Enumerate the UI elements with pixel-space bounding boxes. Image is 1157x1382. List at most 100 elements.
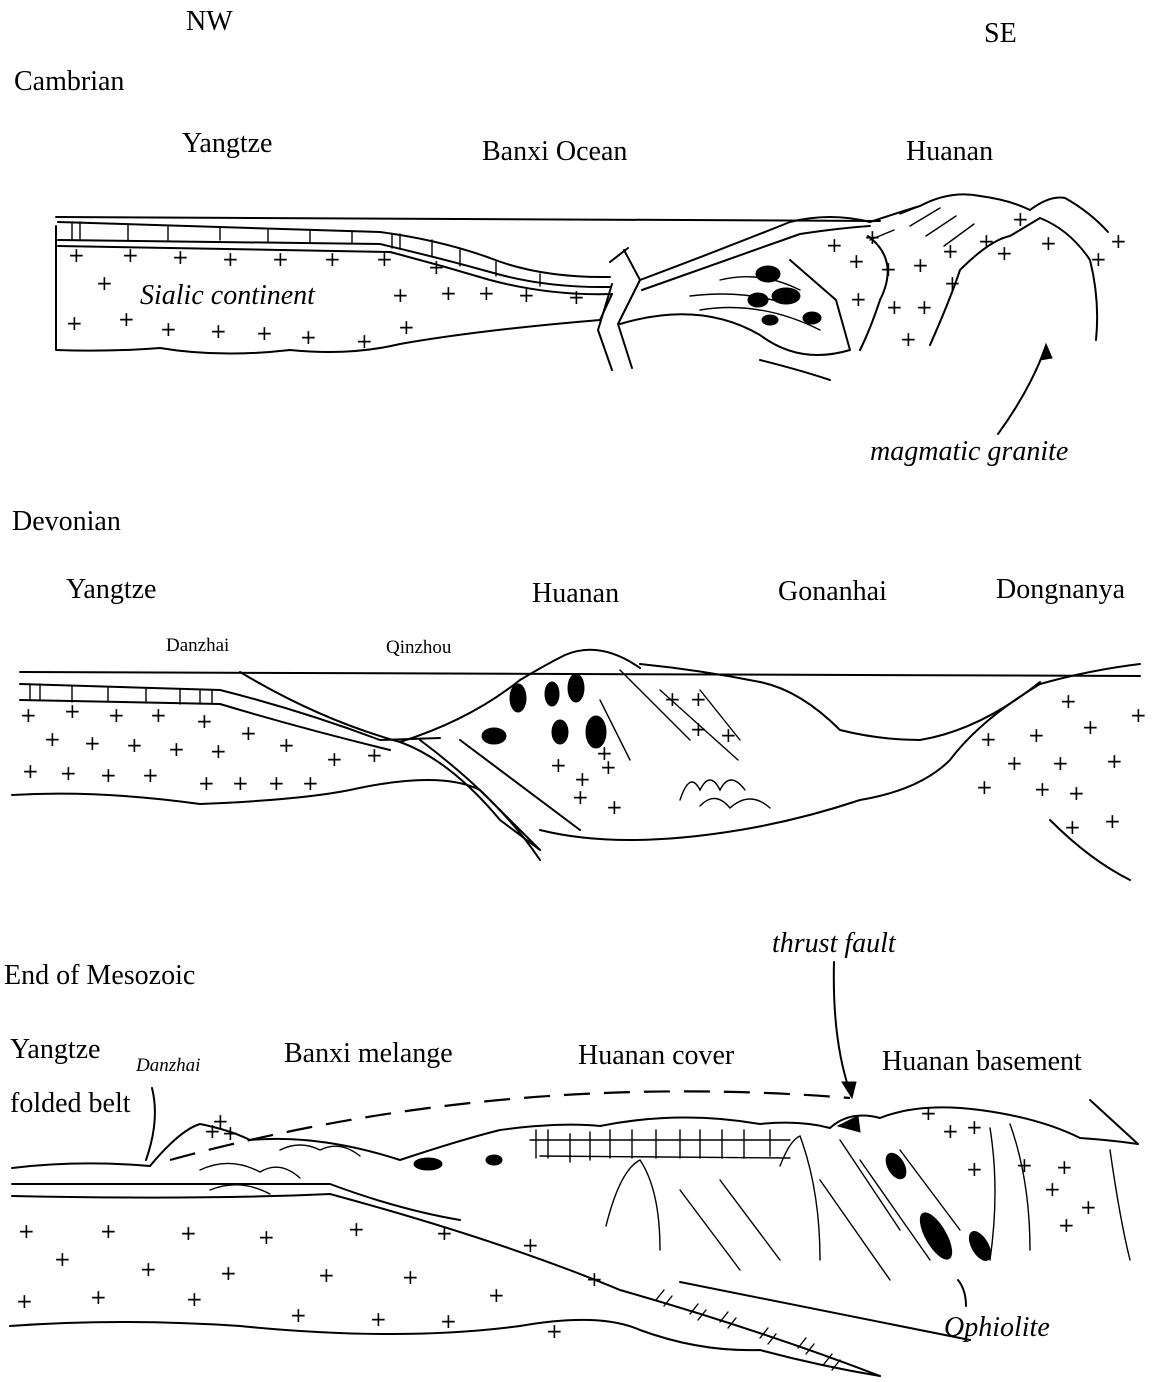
granite-arrowhead: [1040, 344, 1052, 360]
thrust-fault-arrow: [834, 962, 850, 1092]
crust-plus-mark: +: [976, 775, 993, 799]
crust-plus-mark: +: [826, 233, 843, 257]
devonian-platform-top: [20, 684, 440, 740]
crust-plus-mark: +: [944, 271, 961, 295]
crust-plus-mark: +: [966, 1115, 983, 1139]
crust-plus-mark: +: [1110, 229, 1127, 253]
cambrian-unit-huanan: Huanan: [906, 138, 993, 166]
crust-plus-mark: +: [326, 747, 343, 771]
crust-plus-mark: +: [210, 319, 227, 343]
cambrian-sea-level: [56, 217, 880, 221]
crust-plus-mark: +: [370, 1307, 387, 1331]
crust-plus-mark: +: [1056, 1155, 1073, 1179]
mesozoic-eroded-surface: [170, 1091, 850, 1160]
crust-plus-signs: + + + + + + + + + + + + + + + + + + + + + + + + + + + + + + + + + + + + + + + +…: [16, 207, 1147, 1343]
crust-plus-mark: +: [916, 295, 933, 319]
crust-plus-mark: +: [100, 763, 117, 787]
devonian-ophiolite-blobs: [482, 674, 606, 748]
crust-plus-mark: +: [436, 1221, 453, 1245]
crust-plus-mark: +: [150, 703, 167, 727]
devonian-unit-gonanhai: Gonanhai: [778, 578, 887, 606]
crust-plus-mark: +: [1012, 207, 1029, 231]
devonian-folds: [680, 780, 770, 808]
crust-plus-mark: +: [488, 1283, 505, 1307]
crust-plus-mark: +: [66, 311, 83, 335]
crust-plus-mark: +: [318, 1263, 335, 1287]
crust-plus-mark: +: [996, 241, 1013, 265]
ophiolite-arrow: [958, 1280, 966, 1306]
mesozoic-unit-banxi-melange: Banxi melange: [284, 1040, 453, 1068]
crust-plus-mark: +: [126, 733, 143, 757]
mesozoic-unit-yangtze: Yangtze: [10, 1036, 100, 1064]
crust-plus-mark: +: [690, 687, 707, 711]
crust-plus-mark: +: [720, 723, 737, 747]
crust-plus-mark: +: [302, 771, 319, 795]
crust-plus-mark: +: [900, 327, 917, 351]
crust-plus-mark: +: [690, 717, 707, 741]
crust-plus-mark: +: [596, 741, 613, 765]
crust-plus-mark: +: [848, 249, 865, 273]
devonian-danzhai-label: Danzhai: [166, 636, 229, 655]
crust-plus-mark: +: [100, 1219, 117, 1243]
crust-plus-mark: +: [518, 283, 535, 307]
crust-plus-mark: +: [966, 1157, 983, 1181]
cambrian-platform-ticks: [72, 222, 540, 286]
crust-plus-mark: +: [440, 1309, 457, 1333]
crust-plus-mark: +: [1068, 781, 1085, 805]
devonian-continent-base: [12, 742, 540, 850]
danzhai-bracket: [146, 1088, 155, 1160]
crust-plus-mark: +: [912, 253, 929, 277]
crust-plus-mark: +: [440, 281, 457, 305]
devonian-huanan-body: [540, 664, 1140, 840]
crust-plus-mark: +: [568, 285, 585, 309]
crust-plus-mark: +: [290, 1303, 307, 1327]
cambrian-unit-yangtze: Yangtze: [182, 130, 272, 158]
granite-arrow: [998, 346, 1046, 434]
mesozoic-unit-huanan-basement: Huanan basement: [882, 1048, 1082, 1076]
crust-plus-mark: +: [68, 243, 85, 267]
crust-plus-mark: +: [222, 247, 239, 271]
crust-plus-mark: +: [1090, 247, 1107, 271]
crust-plus-mark: +: [90, 1285, 107, 1309]
crust-plus-mark: +: [300, 325, 317, 349]
crust-plus-mark: +: [1016, 1153, 1033, 1177]
period-cambrian: Cambrian: [14, 68, 124, 96]
crust-plus-mark: +: [324, 247, 341, 271]
thrust-fault-label: thrust fault: [772, 930, 896, 958]
crust-plus-mark: +: [272, 247, 289, 271]
crust-plus-mark: +: [978, 229, 995, 253]
devonian-qinzhou-label: Qinzhou: [386, 638, 451, 657]
mesozoic-cover-blocks: [530, 1130, 790, 1162]
cambrian-break-left: [598, 248, 628, 370]
thrust-fault-arrowhead: [842, 1082, 856, 1098]
crust-plus-mark: +: [44, 727, 61, 751]
crust-plus-mark: +: [1064, 815, 1081, 839]
sialic-continent-label: Sialic continent: [140, 282, 315, 310]
crust-plus-mark: +: [64, 699, 81, 723]
crust-plus-mark: +: [258, 1225, 275, 1249]
crust-plus-mark: +: [376, 247, 393, 271]
crust-plus-mark: +: [1080, 1195, 1097, 1219]
crust-plus-mark: +: [220, 1261, 237, 1285]
mesozoic-unit-folded-belt: folded belt: [10, 1090, 131, 1118]
crust-plus-mark: +: [1044, 1177, 1061, 1201]
magmatic-granite-label: magmatic granite: [870, 438, 1068, 466]
mesozoic-danzhai-label: Danzhai: [136, 1056, 200, 1075]
crust-plus-mark: +: [664, 687, 681, 711]
crust-plus-mark: +: [850, 287, 867, 311]
crust-plus-mark: +: [428, 255, 445, 279]
cambrian-unit-banxi-ocean: Banxi Ocean: [482, 138, 627, 166]
crust-plus-mark: +: [22, 759, 39, 783]
crust-plus-mark: +: [920, 1101, 937, 1125]
crust-plus-mark: +: [84, 731, 101, 755]
crust-plus-mark: +: [1106, 749, 1123, 773]
crust-plus-mark: +: [366, 743, 383, 767]
crust-plus-mark: +: [268, 771, 285, 795]
crust-plus-mark: +: [96, 271, 113, 295]
period-end-of-mesozoic: End of Mesozoic: [4, 962, 195, 990]
direction-se: SE: [984, 20, 1017, 48]
crust-plus-mark: +: [586, 1267, 603, 1291]
crust-plus-mark: +: [240, 721, 257, 745]
crust-plus-mark: +: [1052, 751, 1069, 775]
cambrian-subduction-base: [760, 360, 830, 380]
